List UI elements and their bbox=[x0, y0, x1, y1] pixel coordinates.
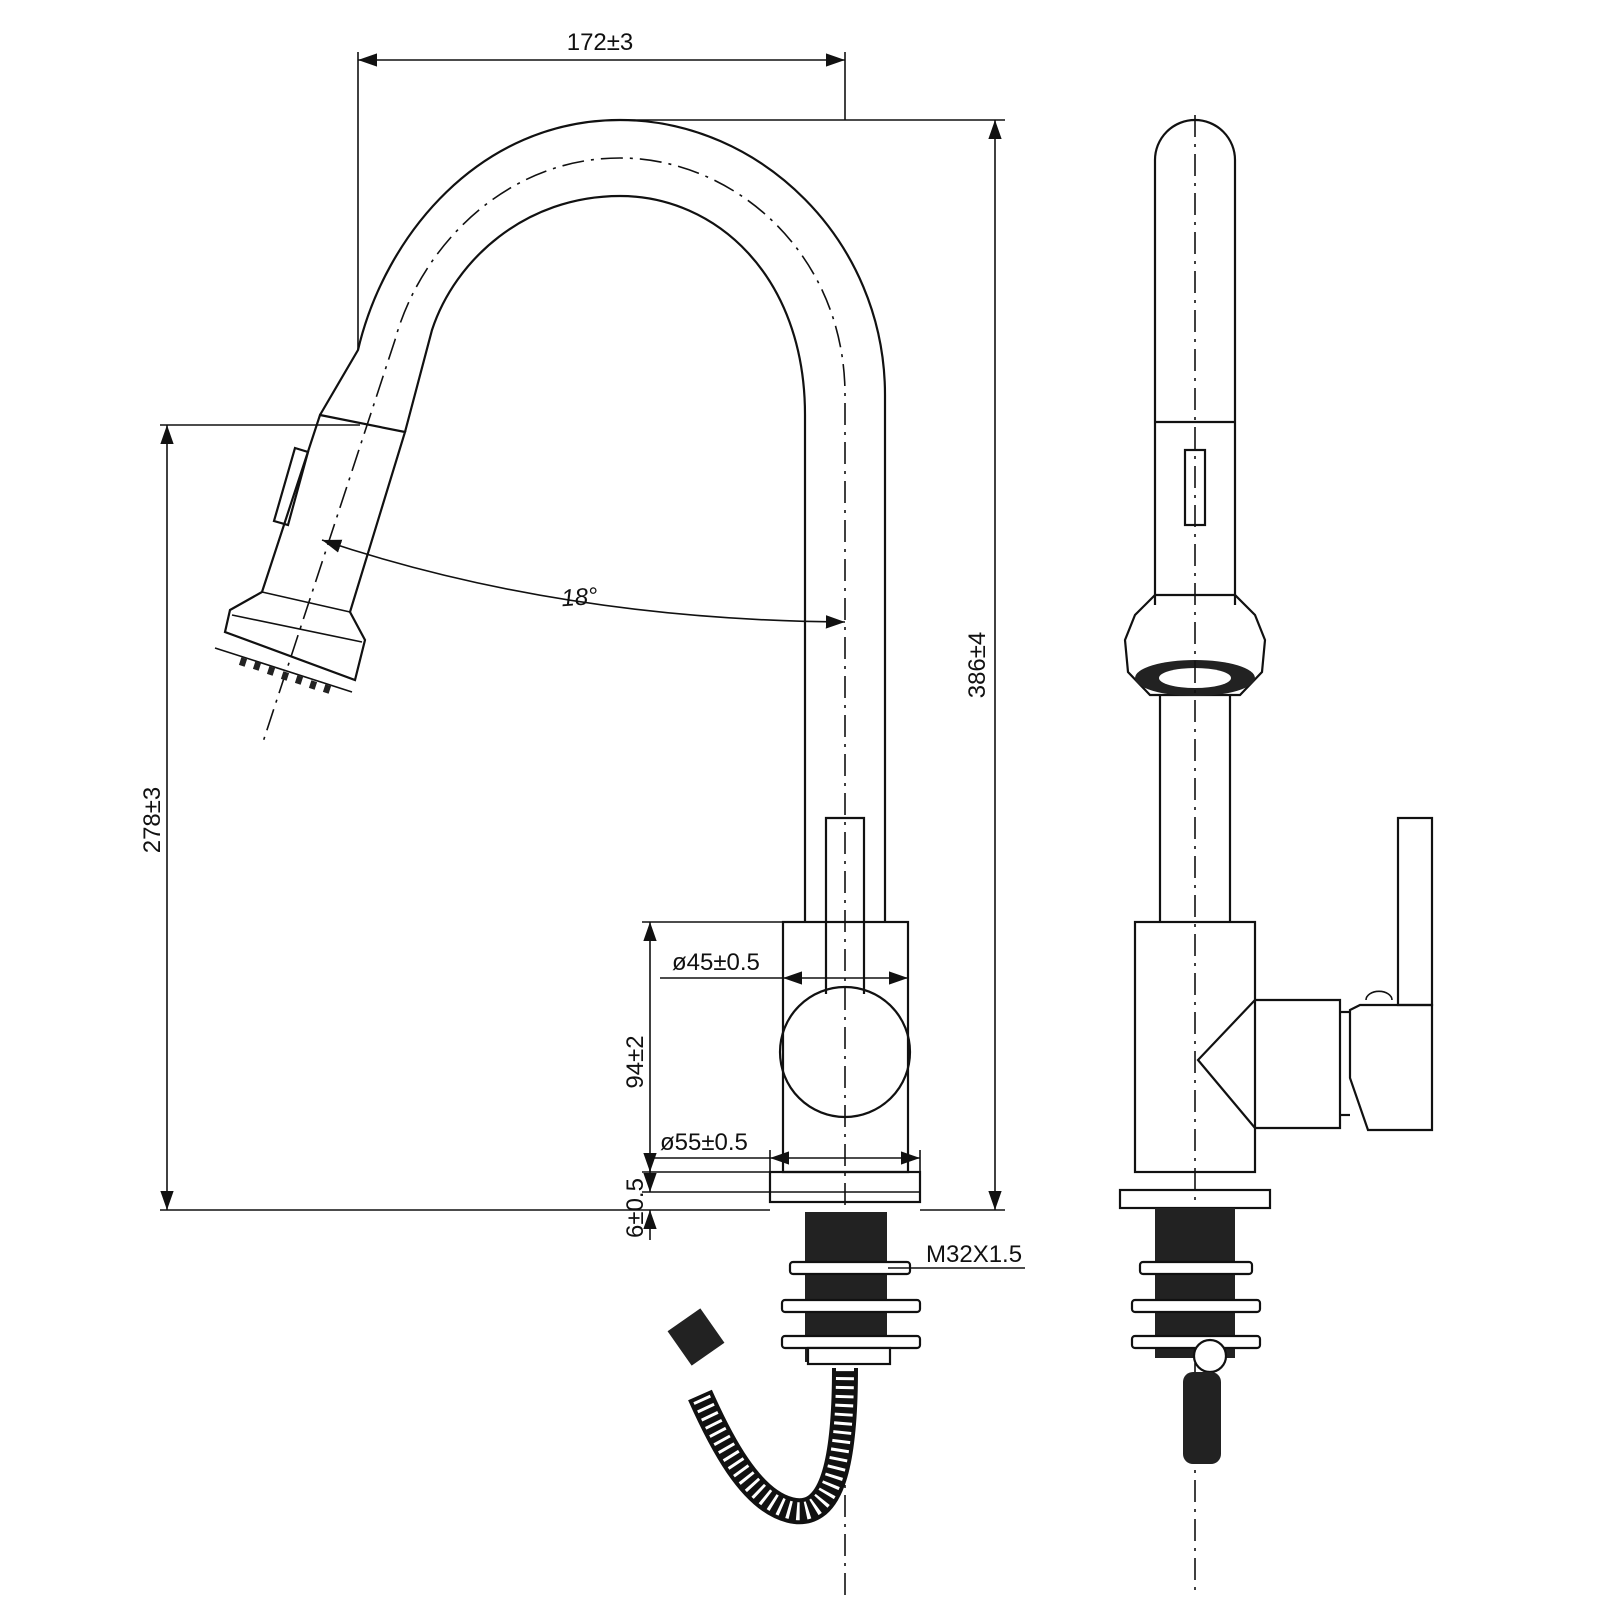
handle-hub bbox=[778, 985, 912, 1119]
angle-label: 18° bbox=[560, 583, 598, 612]
front-body bbox=[1133, 920, 1257, 1174]
front-spout-lower bbox=[1158, 695, 1232, 922]
body-height-label: 94±2 bbox=[622, 1035, 649, 1088]
spout-inner-edge bbox=[403, 194, 807, 922]
spout-outer-edge bbox=[319, 118, 887, 922]
angle-arc bbox=[321, 539, 846, 629]
washer-middle bbox=[780, 1298, 922, 1314]
front-hose-connector bbox=[1192, 1338, 1228, 1374]
front-thread-shank bbox=[1155, 1208, 1235, 1358]
base-thickness-label: 6±0.5 bbox=[622, 1178, 649, 1238]
front-handle-block bbox=[1348, 1003, 1434, 1132]
spout-centerline bbox=[261, 157, 846, 1595]
base-dia-label: ø55±0.5 bbox=[660, 1129, 748, 1156]
hose-fitting bbox=[667, 1308, 725, 1366]
dimension-labels: 172±3 386±4 278±3 18° ø45±0.5 94±2 ø55±0… bbox=[139, 29, 1022, 1268]
spray-nozzles bbox=[214, 647, 353, 694]
front-view bbox=[1118, 115, 1434, 1595]
handle-lever bbox=[824, 816, 866, 994]
nut-lower bbox=[780, 1334, 922, 1350]
spray-button bbox=[272, 446, 310, 527]
front-spray-head bbox=[1123, 593, 1267, 697]
base-plate bbox=[768, 1170, 922, 1204]
spray-head bbox=[223, 413, 407, 682]
spray-height-label: 278±3 bbox=[139, 787, 166, 854]
reach-label: 172±3 bbox=[567, 29, 634, 56]
side-view bbox=[214, 118, 922, 1595]
front-hose bbox=[1183, 1372, 1221, 1464]
thread-spec-label: M32X1.5 bbox=[926, 1241, 1022, 1268]
dimension-lines bbox=[160, 52, 1025, 1269]
height-label: 386±4 bbox=[964, 632, 991, 699]
front-handle-cone bbox=[1196, 998, 1342, 1130]
nut-flange bbox=[806, 1346, 892, 1366]
front-handle-lever bbox=[1396, 816, 1434, 1007]
body-dia-label: ø45±0.5 bbox=[672, 949, 760, 976]
spray-head-ring-lower bbox=[231, 614, 363, 643]
